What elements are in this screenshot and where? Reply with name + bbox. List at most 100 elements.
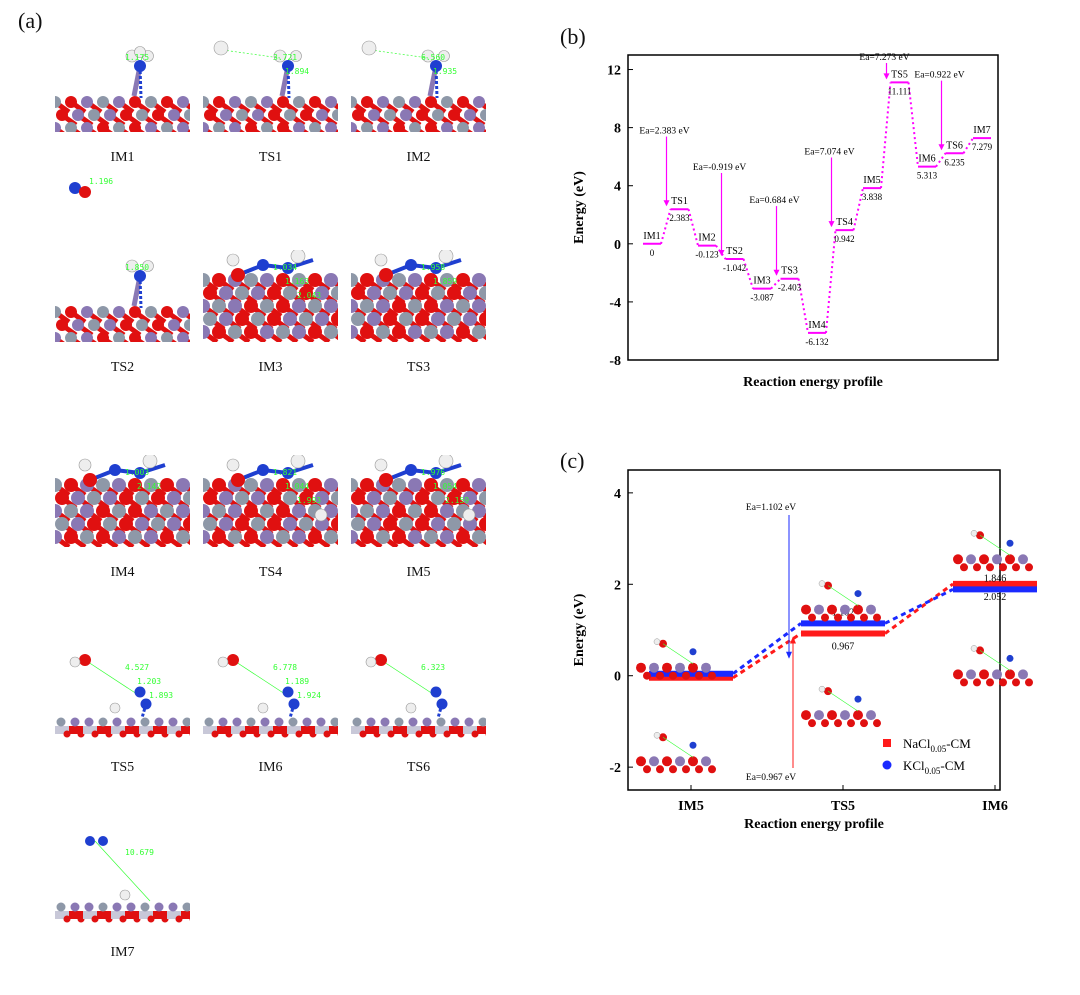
state-energy: 2.383 <box>669 213 690 223</box>
surface-atom <box>953 554 963 565</box>
surface-atom <box>649 662 659 673</box>
surface-atom <box>966 554 976 565</box>
nitrogen-atom <box>257 464 269 476</box>
nitrogen-atom <box>405 464 417 476</box>
state-name: TS2 <box>726 246 743 257</box>
oxygen-atom <box>337 732 338 736</box>
surface-atom <box>161 306 173 318</box>
structure-label: IM4 <box>110 565 135 580</box>
hydrogen-atom <box>119 889 131 901</box>
surface-atom <box>144 530 158 544</box>
surface-atom <box>220 109 232 121</box>
surface-atom <box>351 96 357 108</box>
surface-atom <box>292 530 306 544</box>
surface-atom <box>113 122 125 132</box>
surface-atom <box>283 312 297 326</box>
surface-atom <box>351 491 365 505</box>
structure-svg: 1.196 <box>69 177 113 198</box>
surface-atom <box>260 299 274 313</box>
structure-label: IM5 <box>406 565 431 580</box>
surface-bond <box>379 726 395 734</box>
surface-atom <box>463 286 477 300</box>
surface-atom <box>688 756 698 767</box>
nitrogen-atom <box>854 590 862 598</box>
surface-atom <box>367 517 381 531</box>
arrowhead <box>883 73 890 80</box>
surface-atom <box>331 491 338 505</box>
surface-atom <box>267 286 281 300</box>
state-energy: 5.313 <box>917 171 938 181</box>
surface-atom <box>801 710 811 721</box>
surface-atom <box>177 96 189 108</box>
surface-atom <box>441 122 453 132</box>
surface-atom <box>801 604 811 615</box>
surface-atom <box>160 504 174 518</box>
surface-atom <box>128 504 142 518</box>
nitrogen-atom <box>1006 539 1014 547</box>
y-tick-label: 2 <box>614 578 621 593</box>
oxygen-atom <box>824 687 832 696</box>
surface-atom <box>184 109 190 121</box>
surface-atom <box>276 299 290 313</box>
structure-label: TS2 <box>110 360 135 375</box>
bond-length-label: 1.196 <box>89 177 113 186</box>
nitrogen-atom <box>282 686 294 698</box>
metal-atom <box>168 902 178 912</box>
hydrogen-atom <box>142 260 154 272</box>
surface-atom <box>152 319 164 331</box>
hydrogen-atom <box>818 685 826 693</box>
nitrogen-atom <box>689 741 697 749</box>
y-tick-label: 8 <box>614 122 621 137</box>
nitrogen-atom <box>689 648 697 656</box>
distance-line <box>662 643 694 664</box>
surface-atom <box>966 669 976 680</box>
surface-atom <box>409 122 421 132</box>
surface-atom <box>309 122 321 132</box>
surface-atom <box>161 96 173 108</box>
surface-atom <box>424 478 438 492</box>
surface-atom <box>986 678 994 687</box>
surface-atom <box>203 491 217 505</box>
metal-atom <box>478 717 486 727</box>
surface-atom <box>97 122 109 132</box>
x-tick-label: IM6 <box>982 799 1008 814</box>
surface-atom <box>827 604 837 615</box>
oxygen-atom <box>133 730 141 738</box>
surface-atom <box>408 530 422 544</box>
surface-atom <box>408 273 422 287</box>
hydrogen-atom <box>314 508 328 522</box>
surface-atom <box>129 306 141 318</box>
surface-atom <box>440 504 454 518</box>
surface-atom <box>276 478 290 492</box>
surface-atom <box>244 530 258 544</box>
surface-atom <box>960 563 968 572</box>
surface-atom <box>260 325 274 339</box>
connector <box>825 230 837 333</box>
surface-atom <box>183 517 190 531</box>
arrowhead <box>938 144 945 151</box>
oxygen-atom <box>119 730 127 738</box>
surface-atom <box>1012 563 1020 572</box>
hydrogen-atom <box>290 455 306 469</box>
surface-atom <box>151 517 165 531</box>
surface-atom <box>351 122 357 132</box>
surface-atom <box>315 312 329 326</box>
arrowhead <box>828 221 835 228</box>
surface-atom <box>251 312 265 326</box>
surface-atom <box>408 299 422 313</box>
surface-bond <box>139 726 155 734</box>
nitrogen-atom <box>430 467 442 479</box>
state-energy: -2.403 <box>778 283 802 293</box>
surface-atom <box>695 671 703 680</box>
nitrogen-atom <box>257 259 269 271</box>
surface-atom <box>65 96 77 108</box>
hydrogen-atom <box>213 40 229 56</box>
connector <box>742 258 754 289</box>
structure-image: 6.323 <box>351 650 486 742</box>
surface-atom <box>636 662 646 673</box>
surface-atom <box>235 517 249 531</box>
